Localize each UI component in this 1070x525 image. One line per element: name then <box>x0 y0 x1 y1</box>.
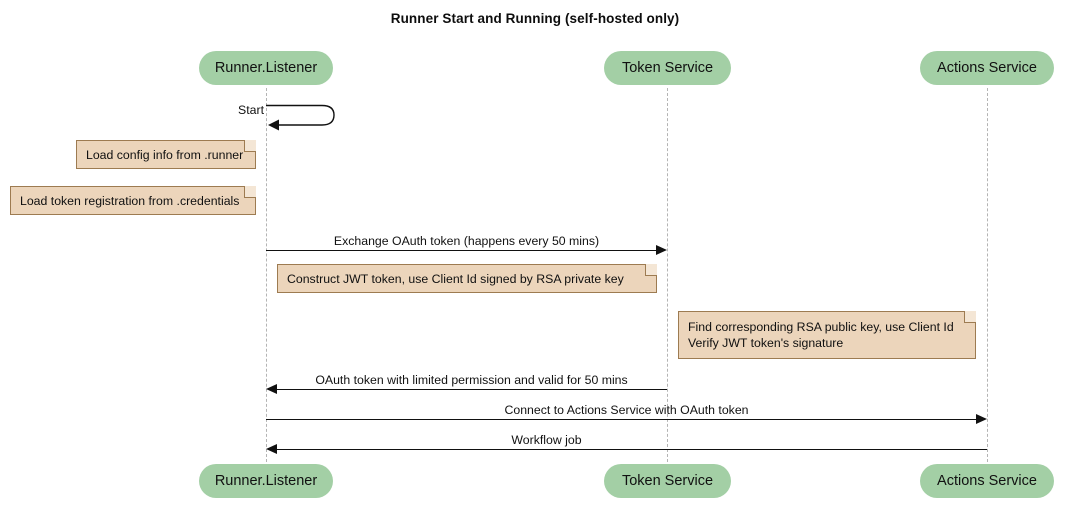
participant-runner-listener-bottom[interactable]: Runner.Listener <box>199 464 333 498</box>
arrowhead-left-icon <box>266 384 277 394</box>
message-label-oauth-token-response: OAuth token with limited permission and … <box>315 373 628 387</box>
message-label-workflow-job: Workflow job <box>511 433 582 447</box>
note-load-config-text: Load config info from .runner <box>86 147 244 162</box>
message-label-connect-actions-service: Connect to Actions Service with OAuth to… <box>504 403 749 417</box>
note-fold-corner-icon <box>645 264 657 276</box>
note-fold-corner-icon <box>244 186 256 198</box>
arrowhead-left-icon <box>266 444 277 454</box>
arrowhead-right-icon <box>976 414 987 424</box>
participant-actions-service-top[interactable]: Actions Service <box>920 51 1054 85</box>
note-load-token-registration-text: Load token registration from .credential… <box>20 193 240 208</box>
note-fold-corner-icon <box>244 140 256 152</box>
message-start-self-loop[interactable] <box>266 104 346 131</box>
note-construct-jwt: Construct JWT token, use Client Id signe… <box>277 264 657 293</box>
lifeline-actions-service <box>987 88 988 462</box>
lifeline-token-service <box>667 88 668 462</box>
participant-token-service-bottom[interactable]: Token Service <box>604 464 731 498</box>
participant-actions-service-bottom[interactable]: Actions Service <box>920 464 1054 498</box>
note-fold-corner-icon <box>964 311 976 323</box>
note-load-token-registration: Load token registration from .credential… <box>10 186 256 215</box>
note-construct-jwt-text: Construct JWT token, use Client Id signe… <box>287 271 624 286</box>
message-line-workflow-job[interactable] <box>276 449 987 450</box>
note-verify-jwt: Find corresponding RSA public key, use C… <box>678 311 976 359</box>
note-verify-jwt-text: Find corresponding RSA public key, use C… <box>688 320 954 350</box>
message-line-oauth-token-response[interactable] <box>276 389 667 390</box>
message-line-exchange-oauth-token[interactable] <box>266 250 657 251</box>
lifeline-runner-listener <box>266 88 267 462</box>
participant-runner-listener-top[interactable]: Runner.Listener <box>199 51 333 85</box>
message-label-exchange-oauth-token: Exchange OAuth token (happens every 50 m… <box>333 234 600 248</box>
message-label-start: Start <box>238 103 264 117</box>
message-line-connect-actions-service[interactable] <box>266 419 977 420</box>
participant-token-service-top[interactable]: Token Service <box>604 51 731 85</box>
note-load-config: Load config info from .runner <box>76 140 256 169</box>
diagram-title: Runner Start and Running (self-hosted on… <box>390 11 680 26</box>
arrowhead-right-icon <box>656 245 667 255</box>
